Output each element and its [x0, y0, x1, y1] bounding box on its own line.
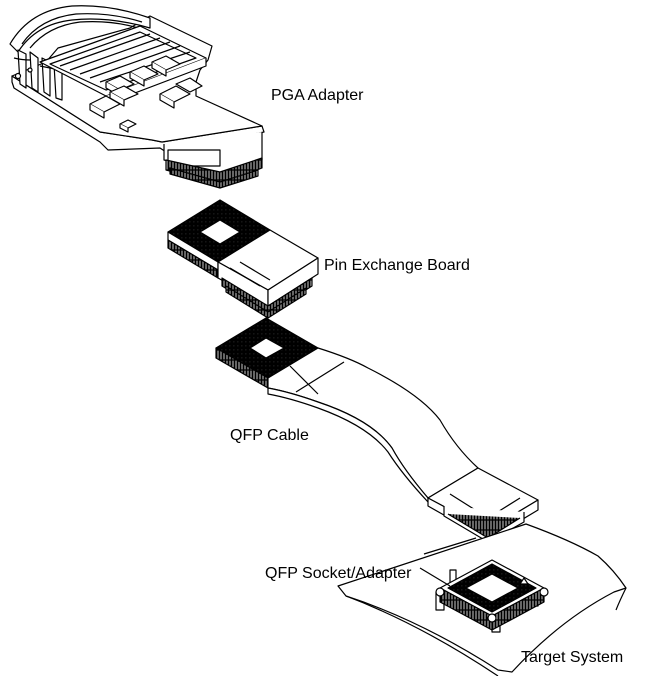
pin-exchange-board-label: Pin Exchange Board: [324, 257, 470, 274]
pga-adapter: [9, 5, 265, 189]
qfp-socket-adapter-label: QFP Socket/Adapter: [265, 565, 412, 582]
target-system-label: Target System: [521, 649, 624, 666]
pga-adapter-label: PGA Adapter: [271, 87, 364, 104]
qfp-cable: [215, 317, 539, 543]
qfp-cable-label: QFP Cable: [230, 427, 309, 444]
pin-exchange-board: [167, 199, 319, 319]
qfp-socket-adapter: [435, 559, 549, 633]
qfp-socket-leader-line: [419, 567, 451, 587]
